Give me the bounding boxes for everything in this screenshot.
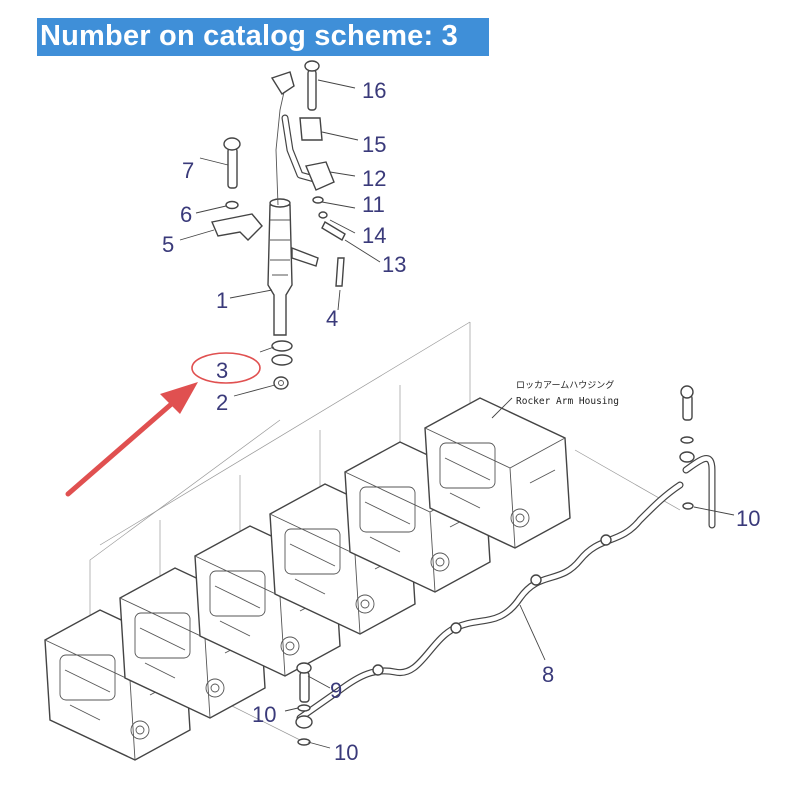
callout-7: 7 [182, 158, 194, 183]
callout-4: 4 [326, 306, 338, 331]
housing-label-en: Rocker Arm Housing [516, 396, 619, 407]
page-title: Number on catalog scheme: 3 [40, 20, 458, 52]
highlight-arrow [65, 382, 198, 497]
fuel-pipe [296, 481, 684, 722]
callout-10-right: 10 [736, 506, 760, 531]
callout-16: 16 [362, 78, 386, 103]
injector-assembly [211, 60, 346, 390]
callout-6: 6 [180, 202, 192, 227]
title-highlight [37, 18, 489, 56]
leader-lines [179, 79, 735, 749]
callout-10-bottom: 10 [334, 740, 358, 765]
callout-1: 1 [216, 288, 228, 313]
return-pipe [679, 385, 716, 529]
callout-8: 8 [542, 662, 554, 687]
callout-3: 3 [216, 358, 228, 383]
callout-11: 11 [362, 192, 385, 217]
callout-2: 2 [216, 390, 228, 415]
cylinder-head-6 [424, 397, 571, 549]
callout-10-left: 10 [252, 702, 276, 727]
callout-5: 5 [162, 232, 174, 257]
highlight-circle [191, 352, 261, 384]
housing-leader [491, 397, 513, 419]
callout-14: 14 [362, 223, 386, 248]
banjo-bolt-assembly [295, 662, 313, 746]
callout-9: 9 [330, 678, 342, 703]
housing-label-jp: ロッカアームハウジング [516, 379, 614, 391]
callout-12: 12 [362, 166, 386, 191]
callout-15: 15 [362, 132, 386, 157]
callout-13: 13 [382, 252, 406, 277]
